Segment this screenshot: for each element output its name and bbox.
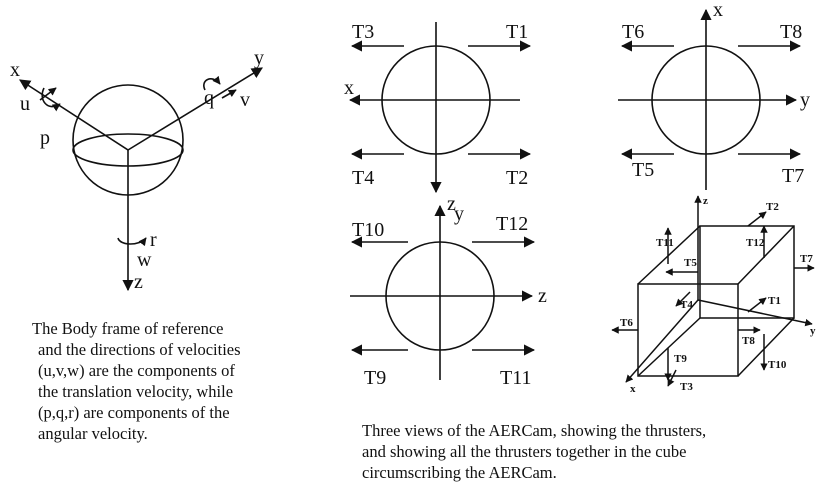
cube-label-T6: T6 (620, 317, 633, 329)
view3-label-T10: T10 (352, 219, 384, 241)
cube-label-T9: T9 (674, 353, 687, 365)
view2-label-y: y (800, 89, 810, 111)
cube-label-x: x (630, 383, 636, 395)
v-velocity-arrow (221, 89, 237, 99)
cube-arrow-T1 (747, 297, 767, 313)
cube-label-T10: T10 (768, 359, 787, 371)
label-p: p (40, 127, 50, 149)
p-rotation-arrow (41, 87, 61, 112)
label-r: r (150, 229, 157, 251)
label-x: x (10, 59, 20, 81)
cube-label-T11: T11 (656, 237, 674, 249)
x-axis-arrow (19, 79, 129, 151)
cube-edge-tl (637, 225, 701, 285)
view-top-right-labels: T6 T8 T5 T7 x y (622, 0, 810, 187)
r-rotation-arrow (117, 237, 147, 247)
view2-label-x: x (713, 0, 723, 21)
view3-label-T9: T9 (364, 367, 386, 389)
body-frame-diagram (19, 67, 263, 292)
view3-label-z-right: z (538, 285, 547, 307)
cube-edge-tr (737, 225, 795, 285)
cube-arrow-T2 (747, 211, 767, 227)
q-rotation-arrow (203, 75, 221, 91)
label-v: v (240, 89, 250, 111)
label-w: w (137, 249, 152, 271)
view-top-right (618, 8, 802, 190)
view2-label-T5: T5 (632, 159, 654, 181)
cube-edge-br (737, 317, 795, 377)
cube-label-z: z (703, 195, 708, 207)
cube-back-face (699, 225, 795, 319)
view1-label-T2: T2 (506, 167, 528, 189)
cube-label-T7: T7 (800, 253, 813, 265)
view-bottom-left-labels: T10 T12 T9 T11 z y z (352, 193, 547, 389)
body-frame-caption: The Body frame of reference and the dire… (32, 318, 322, 444)
view1-label-T4: T4 (352, 167, 374, 189)
caption-line: (p,q,r) are components of the (38, 403, 230, 422)
view3-label-z-up: z (447, 193, 456, 215)
view3-label-T12: T12 (496, 213, 528, 235)
cube-label-y: y (810, 325, 816, 337)
views-caption: Three views of the AERCam, showing the t… (362, 420, 818, 483)
view-top-left-labels: T3 T1 T4 T2 x (344, 21, 528, 189)
caption-line: the translation velocity, while (38, 382, 234, 401)
view2-label-T6: T6 (622, 21, 644, 43)
caption-line: and showing all the thrusters together i… (362, 442, 687, 461)
cube-label-T4: T4 (680, 299, 693, 311)
cube-edge-bl (637, 317, 701, 377)
label-u: u (20, 93, 30, 115)
label-y: y (254, 47, 264, 69)
cube-y-axis (697, 299, 813, 327)
cube-labels: z T2 T11 T12 T7 T5 T1 T4 T6 T8 T9 T10 T3… (620, 195, 816, 395)
view3-label-T11: T11 (500, 367, 531, 389)
body-frame-labels: x u p y q v r w z (10, 47, 264, 293)
cube-label-T2: T2 (766, 201, 779, 213)
cube-label-T1: T1 (768, 295, 781, 307)
cube-label-T12: T12 (746, 237, 765, 249)
caption-line: Three views of the AERCam, showing the t… (362, 421, 707, 440)
view1-label-T1: T1 (506, 21, 528, 43)
caption-line: (u,v,w) are the components of (38, 361, 235, 380)
view2-label-T7: T7 (782, 165, 804, 187)
label-z: z (134, 271, 143, 293)
view-bottom-left (350, 204, 536, 380)
cube-label-T8: T8 (742, 335, 755, 347)
cube-diagram (611, 195, 815, 387)
caption-line: and the directions of velocities (38, 340, 241, 359)
caption-line: circumscribing the AERCam. (362, 463, 557, 482)
view3-label-y-up: y (454, 203, 464, 225)
view-top-left (348, 22, 532, 194)
cube-x-axis (625, 299, 699, 383)
label-q: q (204, 87, 214, 109)
view1-label-T3: T3 (352, 21, 374, 43)
u-velocity-arrow (39, 87, 57, 101)
caption-line: angular velocity. (38, 424, 148, 443)
cube-label-T3: T3 (680, 381, 693, 393)
y-axis-arrow (127, 67, 263, 151)
cube-arrow-T3 (667, 369, 677, 387)
view2-label-T8: T8 (780, 21, 802, 43)
view1-label-x: x (344, 77, 354, 99)
caption-line: The Body frame of reference (32, 319, 224, 338)
cube-label-T5: T5 (684, 257, 697, 269)
cube-arrow-T4 (675, 291, 691, 307)
